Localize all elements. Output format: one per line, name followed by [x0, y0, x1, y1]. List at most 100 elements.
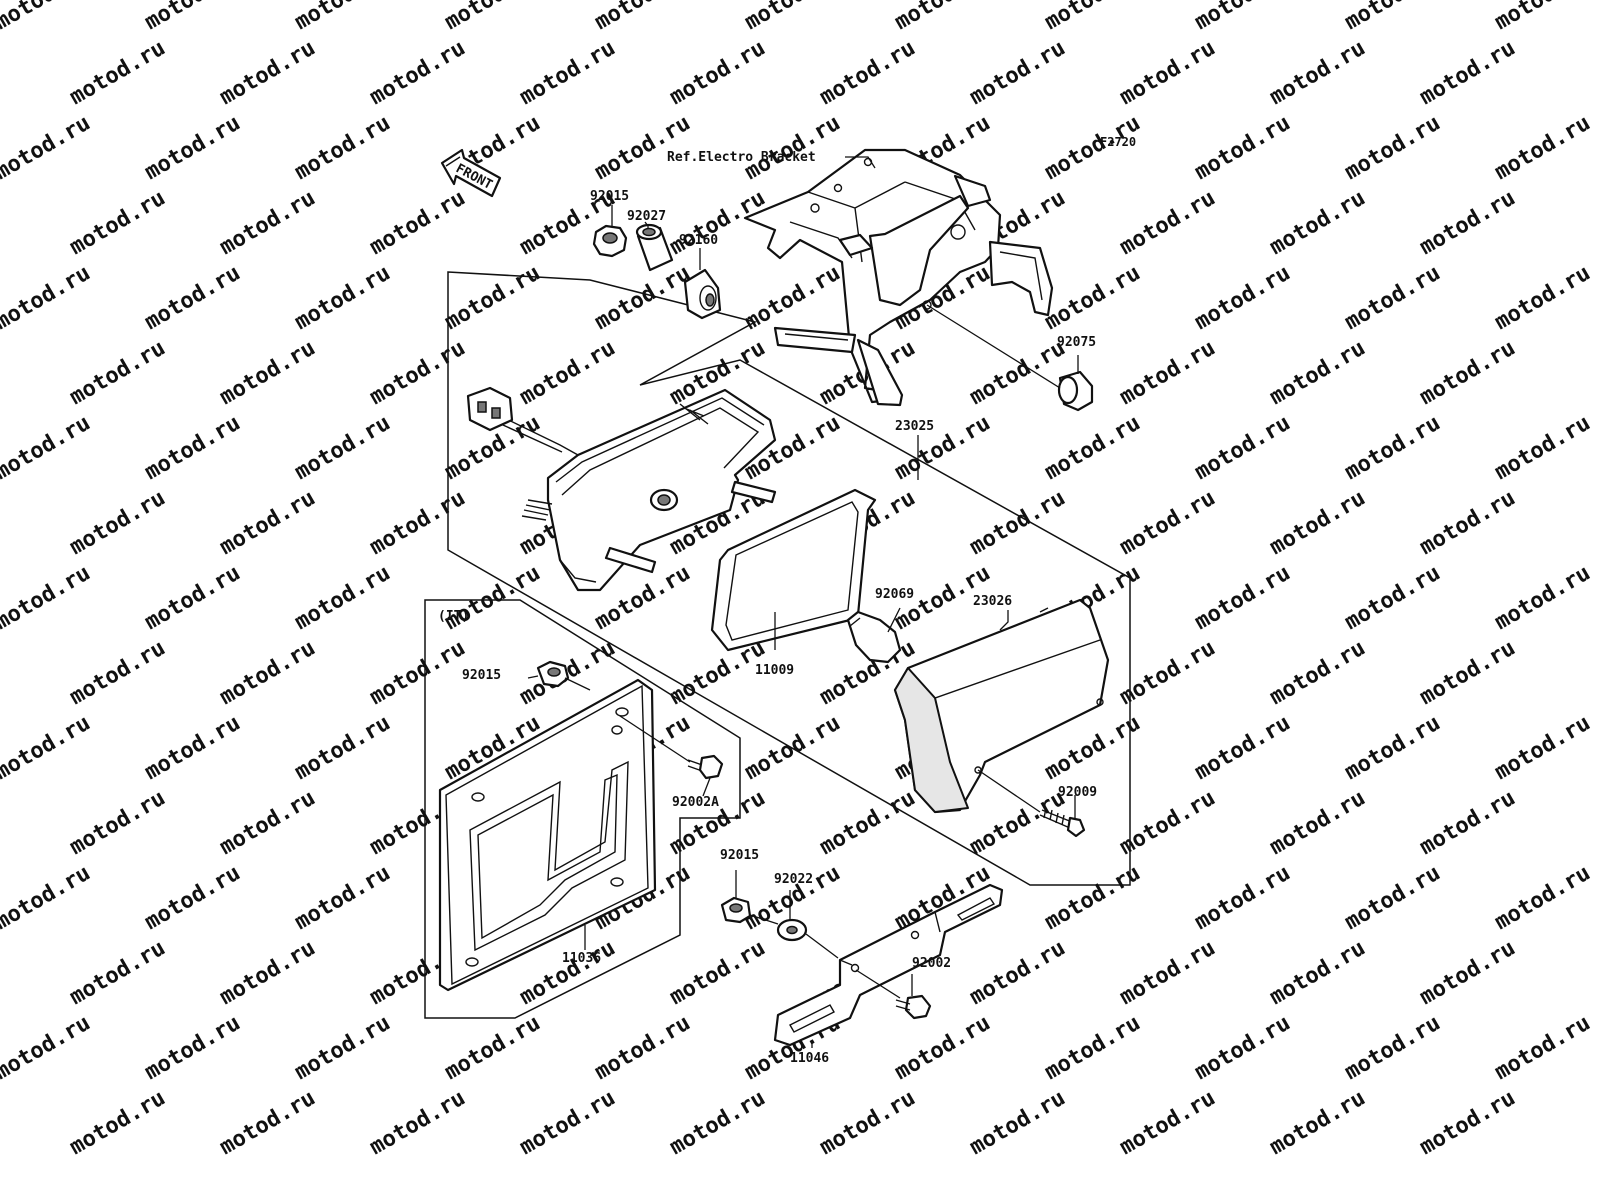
watermark-text: motod.ru: [1491, 411, 1595, 486]
watermark-text: motod.ru: [366, 36, 470, 111]
watermark-text: motod.ru: [1266, 1086, 1370, 1161]
electro-bracket: [743, 148, 1054, 407]
watermark-text: motod.ru: [291, 0, 395, 35]
watermark-text: motod.ru: [141, 561, 245, 636]
watermark-text: motod.ru: [966, 36, 1070, 111]
watermark-text: motod.ru: [966, 486, 1070, 561]
watermark-text: motod.ru: [441, 1011, 545, 1086]
watermark-text: motod.ru: [291, 861, 395, 936]
watermark-text: motod.ru: [1341, 411, 1445, 486]
part-label-23026: 23026: [973, 594, 1012, 609]
watermark-text: motod.ru: [591, 261, 695, 336]
assembly-frame-23025: [447, 271, 1131, 886]
watermark-text: motod.ru: [966, 1086, 1070, 1161]
part-label-11036: 11036: [562, 951, 601, 966]
watermark-text: motod.ru: [1116, 36, 1220, 111]
part-label-92015: 92015: [720, 848, 759, 863]
watermark-text: motod.ru: [1266, 636, 1370, 711]
watermark-text: motod.ru: [1116, 786, 1220, 861]
watermark-text: motod.ru: [1491, 711, 1595, 786]
watermark-text: motod.ru: [66, 1086, 170, 1161]
watermark-text: motod.ru: [291, 411, 395, 486]
watermark-text: motod.ru: [741, 0, 845, 35]
watermark-text: motod.ru: [1416, 636, 1520, 711]
watermark-text: motod.ru: [291, 1011, 395, 1086]
watermark-text: motod.ru: [291, 711, 395, 786]
watermark-text: motod.ru: [291, 111, 395, 186]
watermark-text: motod.ru: [1116, 186, 1220, 261]
watermark-text: motod.ru: [291, 561, 395, 636]
part-label-23025: 23025: [895, 419, 934, 434]
watermark-text: motod.ru: [1491, 861, 1595, 936]
watermark-text: motod.ru: [1341, 1011, 1445, 1086]
watermark-text: motod.ru: [1416, 1086, 1520, 1161]
watermark-text: motod.ru: [216, 1086, 320, 1161]
part-label-92002: 92002: [912, 956, 951, 971]
watermark-text: motod.ru: [1191, 711, 1295, 786]
watermark-text: motod.ru: [66, 936, 170, 1011]
watermark-text: motod.ru: [216, 486, 320, 561]
watermark-text: motod.ru: [216, 936, 320, 1011]
watermark-text: motod.ru: [66, 186, 170, 261]
watermark-text: motod.ru: [66, 36, 170, 111]
watermark-text: motod.ru: [0, 711, 95, 786]
screw-92009: [1039, 807, 1086, 838]
watermark-text: motod.ru: [1416, 336, 1520, 411]
watermark-text: motod.ru: [366, 336, 470, 411]
watermark-text: motod.ru: [1416, 186, 1520, 261]
part-label-11046: 11046: [790, 1051, 829, 1066]
watermark-text: motod.ru: [0, 411, 95, 486]
lens-23026: [893, 597, 1110, 814]
watermark-text: motod.ru: [1491, 111, 1595, 186]
watermark-text: motod.ru: [1416, 936, 1520, 1011]
watermark-text: motod.ru: [1041, 411, 1145, 486]
watermark-text: motod.ru: [216, 336, 320, 411]
watermark-text: motod.ru: [891, 1011, 995, 1086]
watermark-text: motod.ru: [1191, 411, 1295, 486]
watermark-text: motod.ru: [1041, 1011, 1145, 1086]
watermark-text: motod.ru: [366, 1086, 470, 1161]
watermark-text: motod.ru: [1116, 636, 1220, 711]
watermark-text: motod.ru: [66, 486, 170, 561]
watermark-text: motod.ru: [0, 861, 95, 936]
watermark-text: motod.ru: [366, 186, 470, 261]
watermark-text: motod.ru: [816, 36, 920, 111]
bulb-92069: [846, 610, 902, 664]
nut-92015-top: [592, 224, 628, 258]
watermark-text: motod.ru: [141, 0, 245, 35]
watermark-text: motod.ru: [141, 111, 245, 186]
watermark-text: motod.ru: [1191, 561, 1295, 636]
watermark-text: motod.ru: [516, 36, 620, 111]
watermark-text: motod.ru: [1341, 861, 1445, 936]
watermark-text: motod.ru: [1266, 336, 1370, 411]
watermark-text: motod.ru: [1416, 486, 1520, 561]
watermark-text: motod.ru: [366, 636, 470, 711]
watermark-text: motod.ru: [666, 186, 770, 261]
license-plate-bracket-11036: [438, 678, 657, 992]
watermark-text: motod.ru: [591, 111, 695, 186]
watermark-text: motod.ru: [66, 636, 170, 711]
bolt-92002: [895, 994, 932, 1020]
watermark-text: motod.ru: [816, 1086, 920, 1161]
watermark-text: motod.ru: [1116, 1086, 1220, 1161]
watermark-text: motod.ru: [591, 0, 695, 35]
watermark-text: motod.ru: [1341, 111, 1445, 186]
watermark-text: motod.ru: [966, 936, 1070, 1011]
collar-92075: [1057, 370, 1094, 412]
watermark-text: motod.ru: [1116, 336, 1220, 411]
watermark-text: motod.ru: [216, 36, 320, 111]
watermark-text: motod.ru: [1491, 261, 1595, 336]
watermark-text: motod.ru: [1191, 1011, 1295, 1086]
grommet-92160: [683, 268, 722, 320]
watermark-text: motod.ru: [1191, 0, 1295, 35]
watermark-text: motod.ru: [141, 1011, 245, 1086]
part-label-92075: 92075: [1057, 335, 1096, 350]
part-label-92160: 92160: [679, 233, 718, 248]
watermark-text: motod.ru: [966, 336, 1070, 411]
watermark-text: motod.ru: [1416, 36, 1520, 111]
watermark-text: motod.ru: [0, 0, 95, 35]
watermark-text: motod.ru: [216, 786, 320, 861]
watermark-text: motod.ru: [516, 336, 620, 411]
watermark-text: motod.ru: [141, 261, 245, 336]
